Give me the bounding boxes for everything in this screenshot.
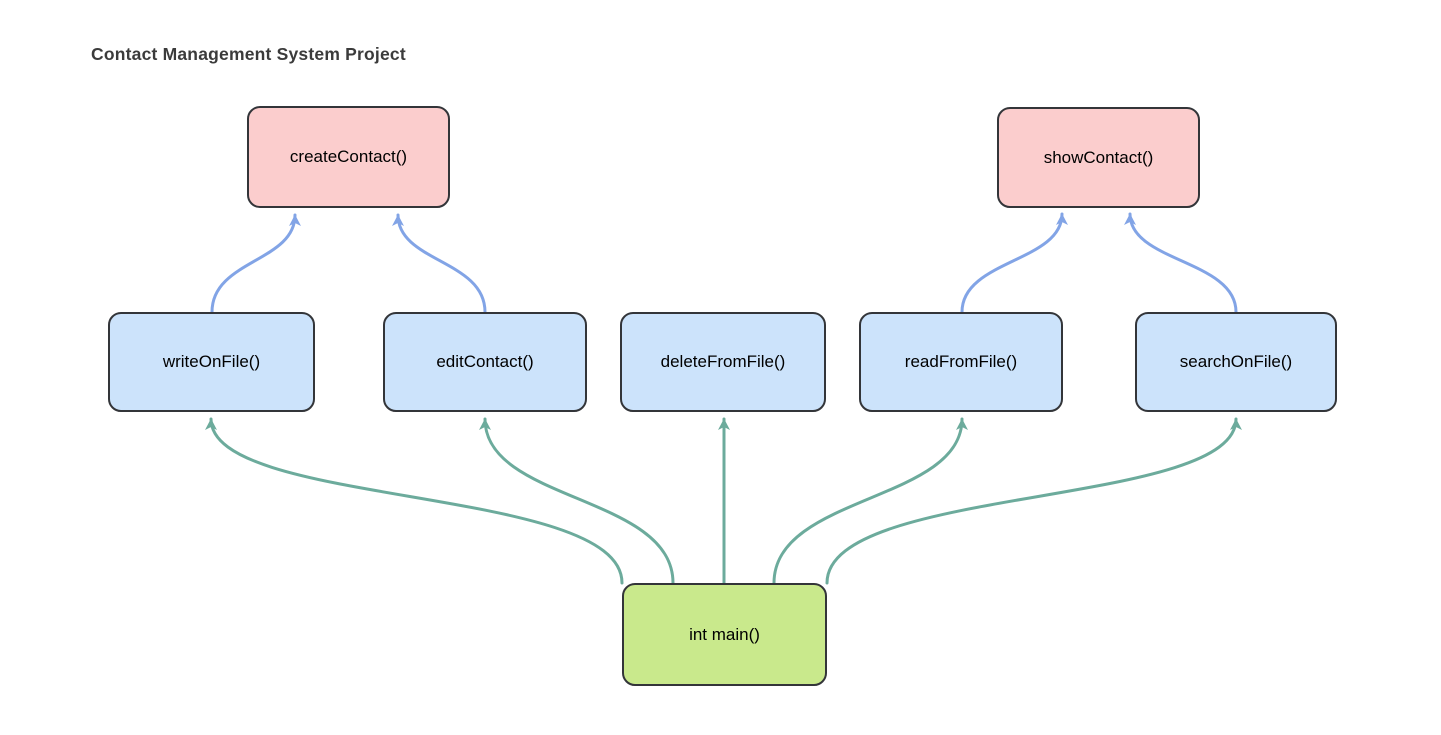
node-showContact[interactable]: showContact() (997, 107, 1200, 208)
node-editContact[interactable]: editContact() (383, 312, 587, 412)
node-readFromFile-label: readFromFile() (904, 352, 1018, 371)
edge-writeOnFile-createContact (210, 213, 301, 314)
node-readFromFile[interactable]: readFromFile() (859, 312, 1063, 412)
edge-main-searchOnFile (825, 417, 1242, 585)
edge-searchOnFile-showContact (1124, 212, 1238, 314)
node-showContact-label: showContact() (1043, 147, 1154, 167)
node-int-main-label: int main() (689, 624, 760, 644)
node-deleteFromFile[interactable]: deleteFromFile() (620, 312, 826, 412)
node-searchOnFile[interactable]: searchOnFile() (1135, 312, 1337, 412)
node-searchOnFile-label: searchOnFile() (1179, 352, 1293, 371)
node-editContact-label: editContact() (436, 352, 534, 371)
edge-main-readFromFile (772, 417, 968, 585)
diagram-title: Contact Management System Project (91, 44, 406, 64)
node-createContact-label: createContact() (289, 147, 408, 166)
node-writeOnFile[interactable]: writeOnFile() (108, 312, 315, 412)
edge-main-editContact (479, 417, 675, 585)
edge-readFromFile-showContact (960, 212, 1068, 314)
node-deleteFromFile-label: deleteFromFile() (660, 352, 786, 371)
node-int-main[interactable]: int main() (622, 583, 827, 686)
edge-editContact-createContact (392, 213, 487, 314)
node-writeOnFile-label: writeOnFile() (162, 352, 261, 371)
node-createContact[interactable]: createContact() (247, 106, 450, 208)
edge-main-writeOnFile (205, 417, 624, 585)
